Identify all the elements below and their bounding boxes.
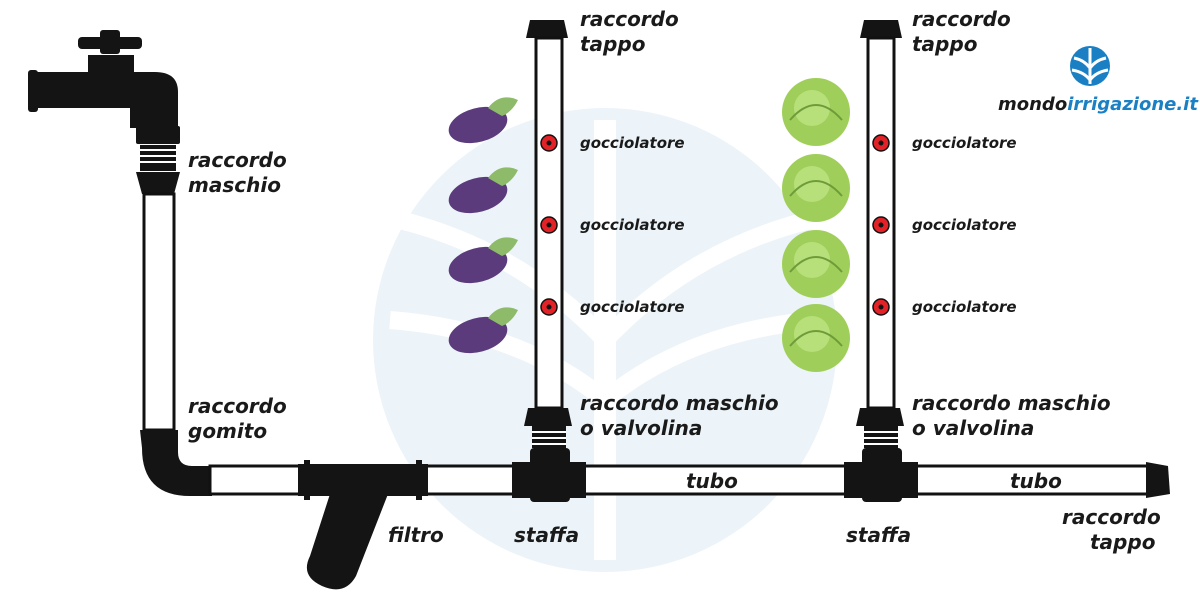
label-end-cap-2-line2: tappo [912, 32, 978, 56]
eggplant-icon [448, 97, 518, 354]
label-saddle-1: staffa [514, 523, 579, 547]
dripper-icon [540, 134, 890, 316]
saddle-fitting-1 [512, 448, 586, 502]
label-saddle-2: staffa [846, 523, 911, 547]
label-filter: filtro [388, 523, 444, 547]
watermark-logo-icon [373, 108, 837, 572]
label-valve-2-line1: raccordo maschio [912, 391, 1111, 415]
label-valve-1-line1: raccordo maschio [580, 391, 779, 415]
drip-line-1 [524, 20, 572, 448]
brand-name: mondoirrigazione.it [998, 94, 1199, 115]
label-end-cap-main-line1: raccordo [1062, 505, 1161, 529]
male-fitting-top [136, 145, 180, 194]
feed-pipe-vertical [142, 192, 176, 432]
label-male-fitting-line1: raccordo [188, 148, 287, 172]
brand-logo-icon [1070, 46, 1110, 86]
label-elbow-line1: raccordo [188, 394, 287, 418]
label-end-cap-1-line2: tappo [580, 32, 646, 56]
label-dripper: gocciolatore [580, 134, 685, 152]
label-elbow-line2: gomito [188, 419, 267, 443]
label-pipe-1: tubo [686, 469, 738, 493]
cabbage-icon [782, 78, 850, 372]
label-end-cap-1-line1: raccordo [580, 7, 679, 31]
label-dripper: gocciolatore [912, 298, 1017, 316]
saddle-fitting-2 [844, 448, 918, 502]
tap-icon [28, 30, 180, 144]
elbow-fitting [140, 430, 212, 496]
label-end-cap-main-line2: tappo [1090, 530, 1156, 554]
label-valve-1-line2: o valvolina [580, 416, 702, 440]
label-dripper: gocciolatore [580, 298, 685, 316]
label-dripper: gocciolatore [912, 134, 1017, 152]
filter-icon [298, 460, 428, 590]
label-end-cap-2-line1: raccordo [912, 7, 1011, 31]
drip-line-2 [856, 20, 904, 448]
label-dripper: gocciolatore [580, 216, 685, 234]
label-dripper: gocciolatore [912, 216, 1017, 234]
label-pipe-2: tubo [1010, 469, 1062, 493]
label-valve-2-line2: o valvolina [912, 416, 1034, 440]
end-cap-main [1146, 462, 1170, 498]
label-male-fitting-line2: maschio [188, 173, 281, 197]
